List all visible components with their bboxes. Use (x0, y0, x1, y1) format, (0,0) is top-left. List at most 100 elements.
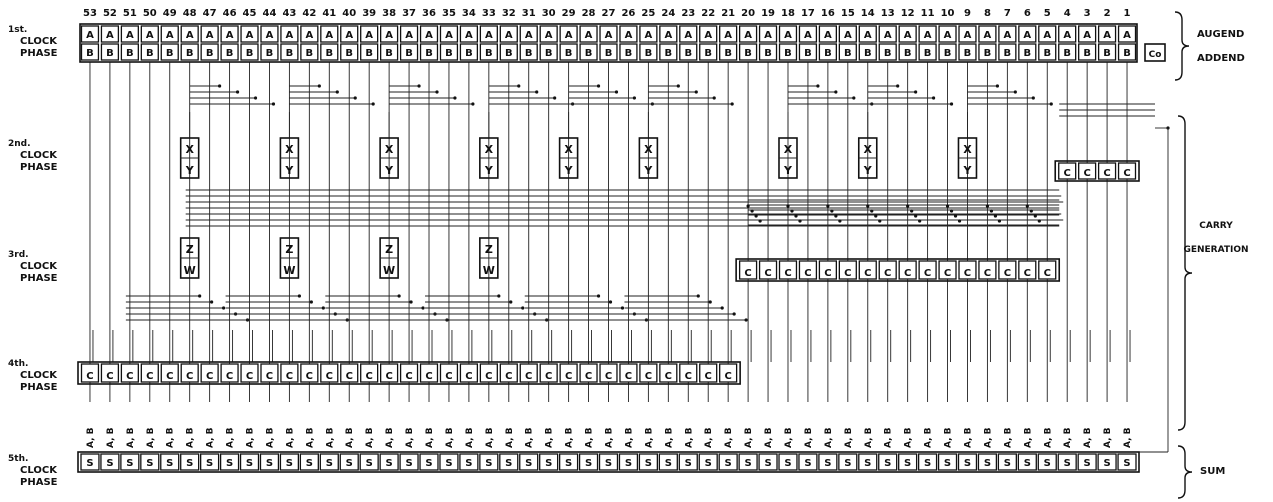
carry-cell (499, 363, 518, 383)
bit-position-label: 41 (322, 8, 336, 19)
carry-cell-label: C (306, 371, 313, 382)
xy-label-y: Y (185, 164, 195, 177)
carry-cell-label: C (864, 268, 871, 279)
augend-cell (1058, 25, 1077, 43)
zw-label-w: W (283, 264, 295, 277)
addend-cell-label: B (585, 48, 593, 59)
addend-cell-label: B (844, 48, 852, 59)
sum-input-label: A, B (684, 427, 694, 448)
carry-cell-label: C (326, 371, 333, 382)
carry-cell-label: C (1103, 168, 1110, 179)
sum-cell (798, 453, 818, 471)
carry-cell-label: C (824, 268, 831, 279)
bit-position-label: 5 (1044, 8, 1051, 19)
carry-cell-label: C (784, 268, 791, 279)
addend-cell-label: B (924, 48, 932, 59)
junction-dot (957, 219, 962, 223)
carry-cell (539, 363, 558, 383)
augend-cell (918, 25, 937, 43)
junction-dot (235, 90, 240, 94)
addend-cell-label: B (545, 48, 553, 59)
addend-cell-label: B (645, 48, 653, 59)
addend-cell (998, 43, 1017, 61)
addend-cell (479, 43, 498, 61)
sum-cell-label: S (764, 458, 771, 469)
carry-row-frame (735, 258, 1061, 282)
sum-cell (758, 453, 778, 471)
label-sum: SUM (1200, 466, 1225, 477)
augend-cell-label: A (684, 30, 692, 41)
sum-cell (319, 453, 339, 471)
junction-dot (421, 306, 425, 310)
carry-cell-label: C (904, 268, 911, 279)
augend-cell (240, 25, 259, 43)
augend-cell (100, 25, 120, 43)
sum-input-label: A, B (864, 427, 874, 448)
sum-cell-label: S (206, 458, 213, 469)
bit-position-label: 24 (661, 8, 675, 19)
zw-label-z: Z (485, 243, 493, 256)
augend-cell (599, 25, 618, 43)
sum-input-label: A, B (824, 427, 834, 448)
sum-input-label: A, B (644, 427, 654, 448)
sum-cell-label: S (465, 458, 472, 469)
carry-cell (1018, 260, 1037, 280)
xy-label-y: Y (783, 164, 793, 177)
carry-cell-label: C (525, 371, 532, 382)
carry-cell (938, 260, 957, 280)
bit-position-label: 18 (781, 8, 795, 19)
sum-cell (698, 453, 718, 471)
bit-position-label: 43 (282, 8, 296, 19)
junction-dot (816, 84, 820, 88)
bit-position-label: 31 (522, 8, 536, 19)
addend-cell-label: B (525, 48, 533, 59)
sum-cell-label: S (745, 458, 752, 469)
carry-cell-label: C (884, 268, 891, 279)
addend-cell (80, 43, 100, 61)
augend-cell-label: A (146, 30, 154, 41)
bit-position-label: 53 (83, 8, 97, 19)
augend-cell-label: A (305, 30, 313, 41)
addend-cell-label: B (1004, 48, 1012, 59)
sum-cell (439, 453, 459, 471)
carry-cell-label: C (266, 371, 273, 382)
augend-cell-label: A (1103, 30, 1111, 41)
xy-label-x: X (784, 143, 793, 156)
phase-label-ordinal: 1st. (8, 25, 27, 35)
augend-cell (898, 25, 917, 43)
bit-position-label: 12 (901, 8, 915, 19)
carry-cell (998, 260, 1017, 280)
sum-cell-label: S (326, 458, 333, 469)
bit-position-label: 16 (821, 8, 835, 19)
sum-cell-label: S (246, 458, 253, 469)
addend-cell (459, 43, 479, 61)
augend-addend-register: ABABABABABABABABABABABABABABABABABABABAB… (79, 23, 1138, 63)
sum-input-label: A, B (624, 427, 634, 448)
sum-cell (519, 453, 539, 471)
addend-cell (399, 43, 419, 61)
phase-label-phase: PHASE (20, 273, 58, 284)
addend-cell (140, 43, 159, 61)
augend-cell (80, 25, 100, 43)
junction-dot (218, 84, 222, 88)
sum-cell (459, 453, 479, 471)
sum-cell-label: S (884, 458, 891, 469)
bit-position-label: 46 (223, 8, 237, 19)
addend-cell (200, 43, 219, 61)
sum-cell (598, 453, 619, 471)
sum-input-label: A, B (1123, 427, 1133, 448)
addend-cell-label: B (1103, 48, 1111, 59)
addend-cell-label: B (465, 48, 473, 59)
carry-cell-label: C (106, 371, 113, 382)
carry-cell (639, 363, 658, 383)
carry-cell (1117, 162, 1137, 180)
carry-cell-label: C (1024, 268, 1031, 279)
junction-dot (1029, 209, 1033, 213)
sum-cell-label: S (1103, 458, 1110, 469)
junction-dot (198, 294, 202, 298)
augend-cell-label: A (465, 30, 473, 41)
sum-cell (339, 453, 359, 471)
augend-cell-label: A (545, 30, 553, 41)
